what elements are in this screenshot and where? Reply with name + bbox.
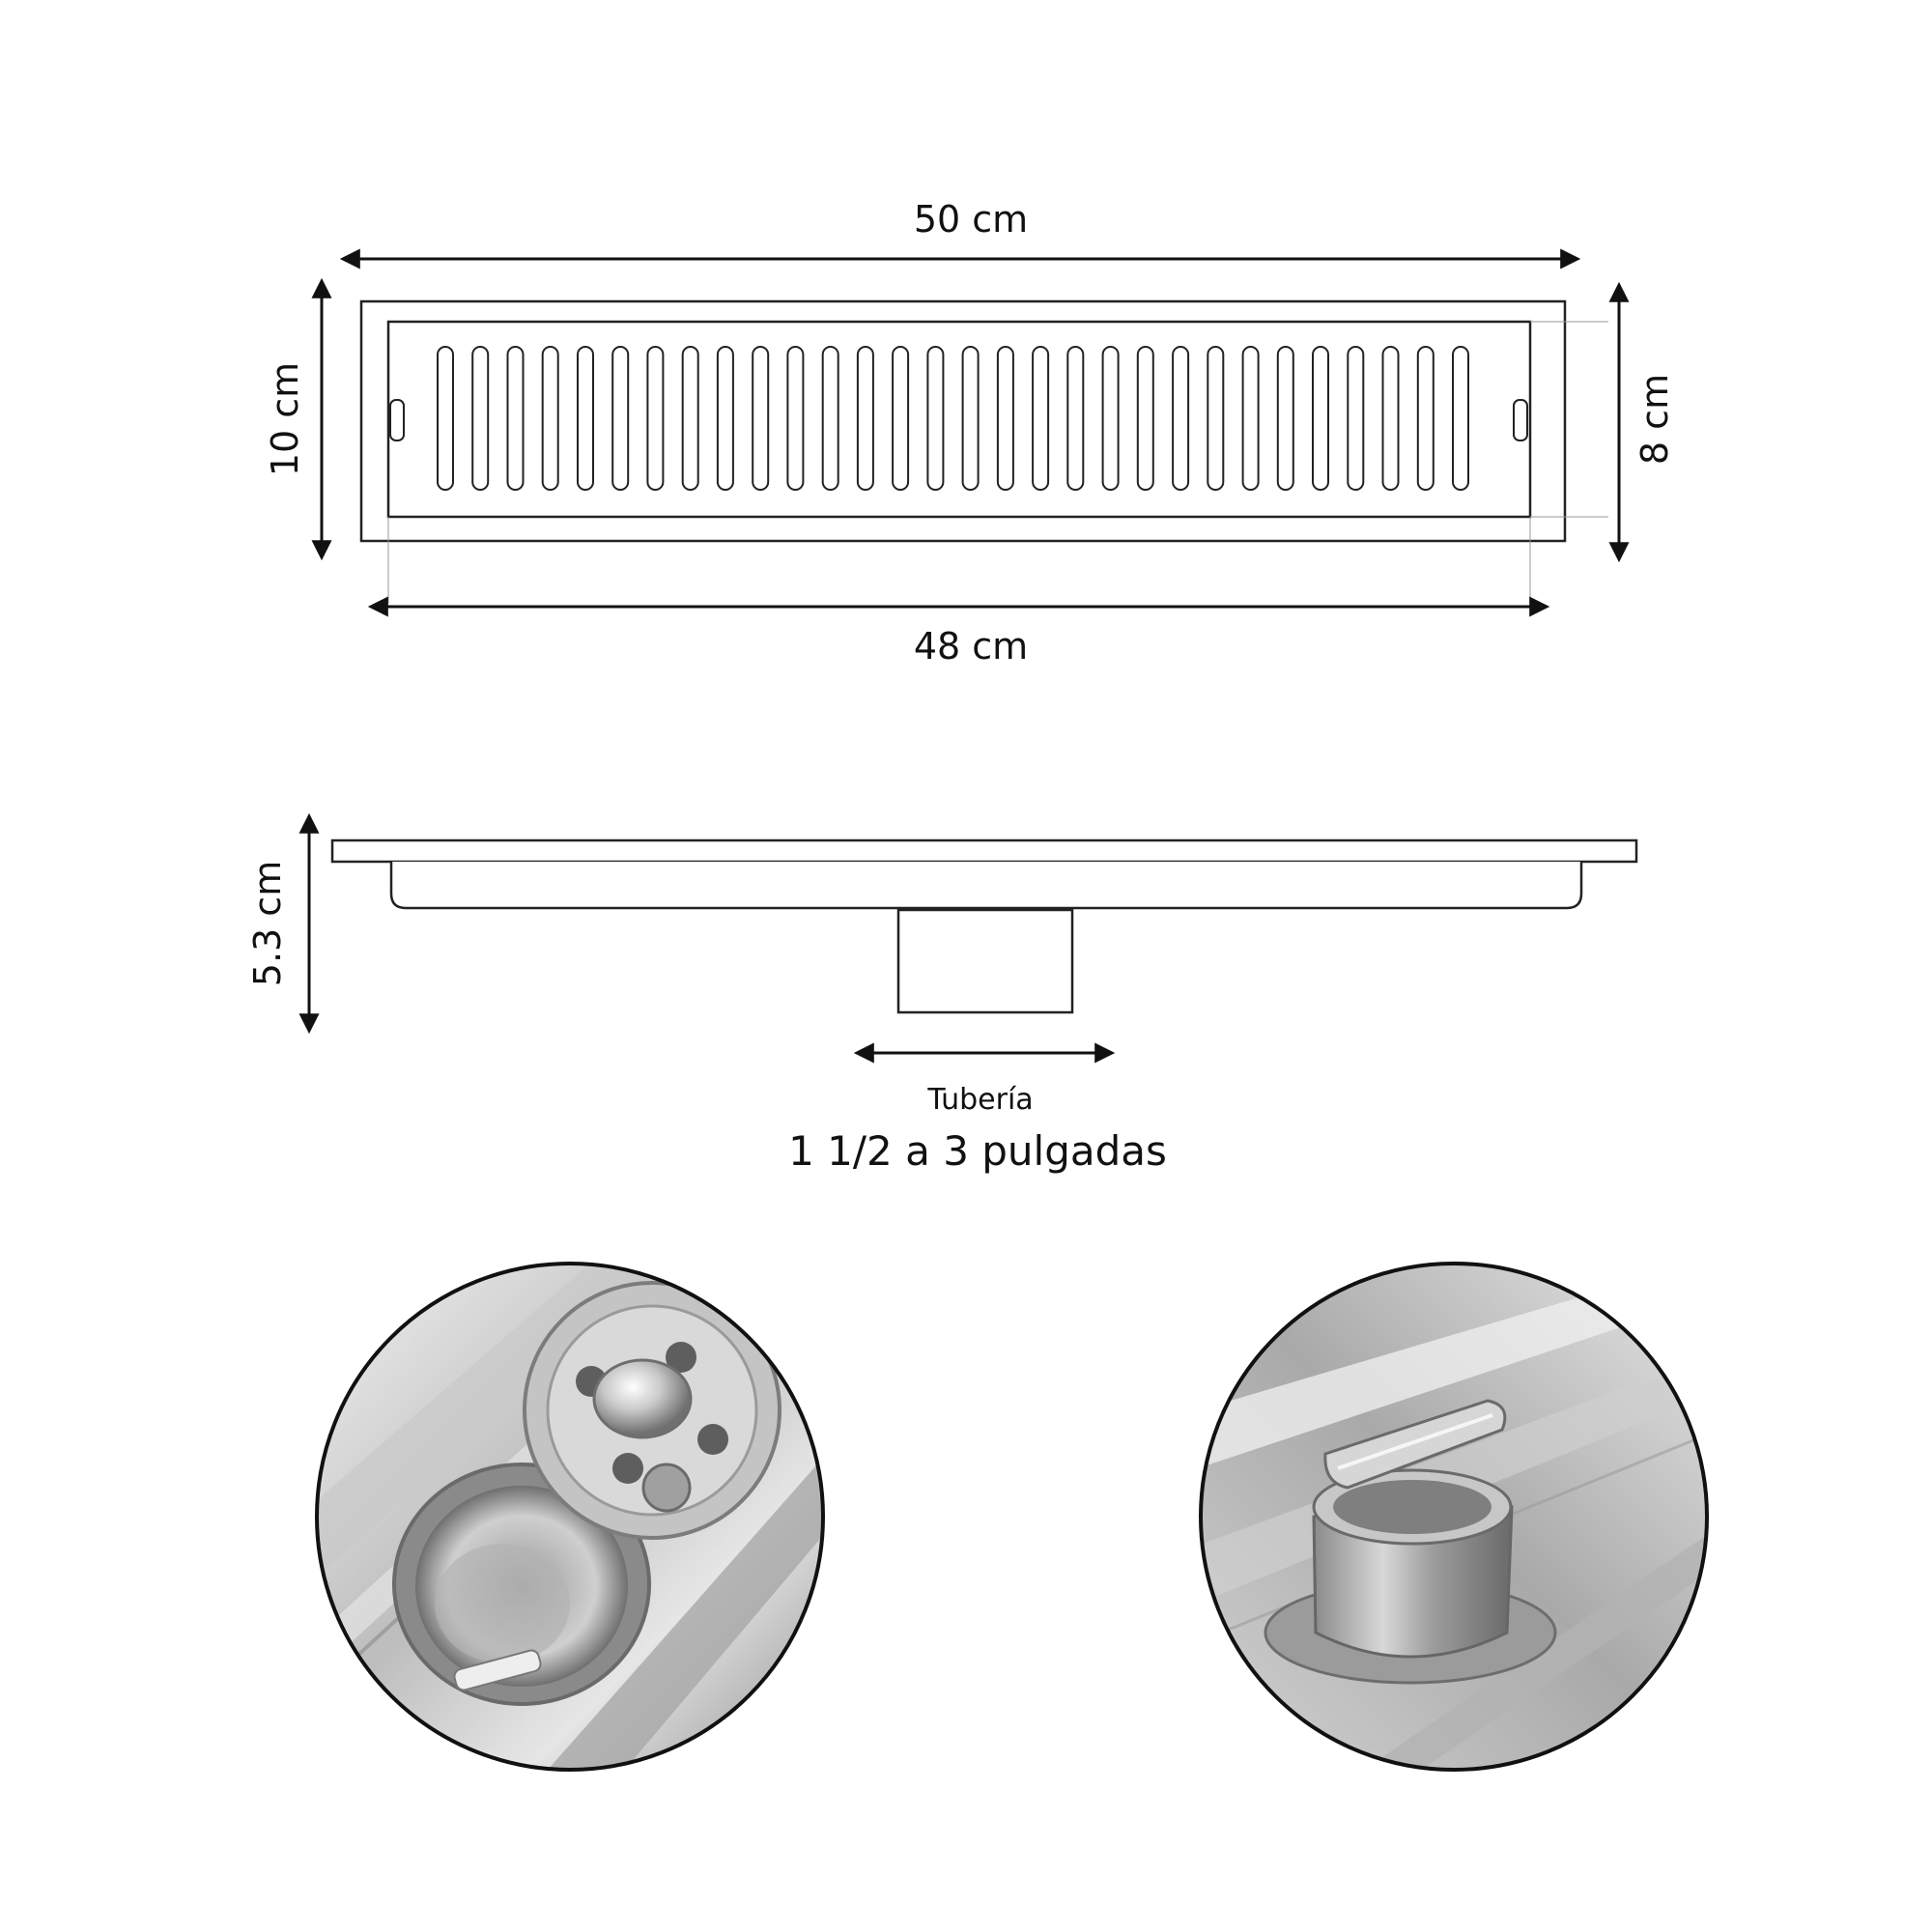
grate-slot bbox=[541, 346, 559, 491]
grate-slot bbox=[1032, 346, 1050, 491]
grate-slot bbox=[961, 346, 980, 491]
height-inner-label: 8 cm bbox=[1634, 374, 1676, 465]
grate-slot bbox=[646, 346, 665, 491]
grate-slot bbox=[611, 346, 630, 491]
grate-slot bbox=[437, 346, 454, 491]
grate-slot bbox=[1347, 346, 1365, 491]
grate-slot bbox=[1452, 346, 1469, 491]
grate-slot bbox=[1101, 346, 1120, 491]
side-outlet-pipe bbox=[896, 908, 1074, 1014]
pipe-size-label: 1 1/2 a 3 pulgadas bbox=[788, 1127, 1167, 1175]
grate-slot bbox=[1312, 346, 1329, 491]
grate-slot bbox=[471, 346, 490, 491]
grate-slot bbox=[1136, 346, 1154, 491]
grate-slot bbox=[1276, 346, 1294, 491]
side-channel bbox=[389, 862, 1583, 910]
grate-slot bbox=[716, 346, 734, 491]
inner-grate bbox=[386, 320, 1532, 519]
grate-slot bbox=[577, 346, 594, 491]
outer-frame bbox=[359, 299, 1567, 543]
height-outer-label: 10 cm bbox=[264, 362, 306, 476]
depth-label: 5.3 cm bbox=[246, 861, 289, 986]
trap-flap-closeup bbox=[1199, 1262, 1709, 1772]
grate-slot bbox=[1381, 346, 1400, 491]
pipe-label: Tubería bbox=[926, 1083, 1033, 1117]
left-notch bbox=[389, 399, 405, 441]
grate-slot bbox=[786, 346, 805, 491]
grate-slot bbox=[1241, 346, 1260, 491]
grate-slot bbox=[1416, 346, 1435, 491]
grate-slot bbox=[681, 346, 699, 491]
grate-slot bbox=[892, 346, 910, 491]
side-view: 5.3 cm Tubería 1 1/2 a 3 pulgadas bbox=[246, 812, 1638, 1175]
side-flange bbox=[330, 838, 1638, 864]
grate-slot bbox=[926, 346, 945, 491]
grate-slot bbox=[996, 346, 1014, 491]
top-view: 50 cm 48 cm 10 cm 8 cm bbox=[264, 198, 1676, 668]
grate-slot bbox=[506, 346, 525, 491]
grate-slot bbox=[1066, 346, 1085, 491]
strainer-plug-closeup bbox=[315, 1262, 825, 1772]
width-outer-label: 50 cm bbox=[914, 198, 1028, 241]
width-inner-label: 48 cm bbox=[914, 625, 1028, 668]
grate-slot bbox=[821, 346, 839, 491]
slot-group bbox=[437, 346, 1469, 491]
outlet-pipe bbox=[1312, 1505, 1514, 1659]
grate-slot bbox=[752, 346, 770, 491]
grate-slot bbox=[1172, 346, 1190, 491]
right-notch bbox=[1513, 399, 1528, 441]
grate-slot bbox=[1207, 346, 1225, 491]
trap-flap bbox=[1323, 1399, 1507, 1490]
grate-slot bbox=[856, 346, 874, 491]
plug-knob bbox=[592, 1358, 693, 1439]
